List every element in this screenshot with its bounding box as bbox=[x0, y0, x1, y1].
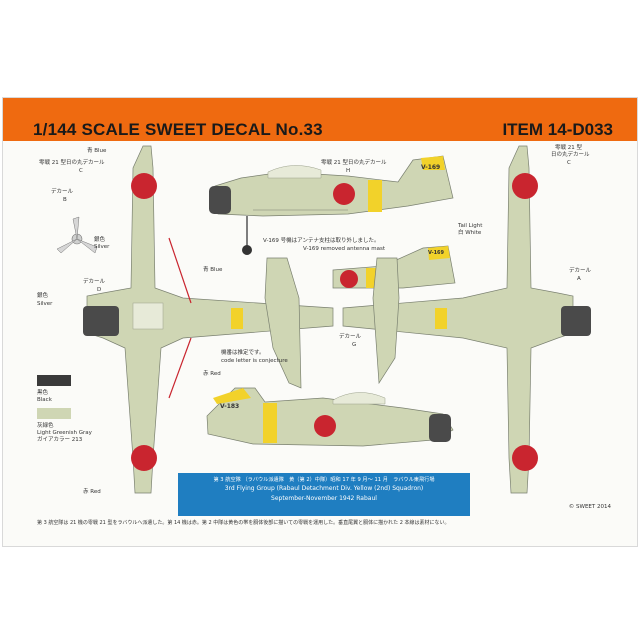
tail-code-side-top: V-169 bbox=[421, 164, 441, 171]
label-decal-d-jp: デカール bbox=[83, 279, 106, 285]
unit-info-en: 3rd Flying Group (Rabaul Detachment Div.… bbox=[224, 485, 424, 493]
hinomaru-small bbox=[340, 270, 358, 288]
label-decal-b: B bbox=[63, 197, 67, 203]
side-view-aircraft-bottom bbox=[206, 387, 454, 447]
label-decal-a-jp: デカール bbox=[569, 268, 592, 274]
engine-cowl-side-top bbox=[209, 186, 231, 214]
propeller-icon bbox=[56, 216, 98, 254]
label-antenna-en: V-169 removed antenna mast bbox=[303, 246, 386, 252]
label-decal-g-jp: デカール bbox=[339, 334, 362, 340]
engine-cowl-side-bottom bbox=[429, 414, 451, 442]
yellow-band-right bbox=[435, 308, 447, 329]
footer-note: 第 3 航空隊は 21 機の零戦 21 型をラバウルへ派遣した。第 14 機は赤… bbox=[37, 520, 450, 526]
label-right-hinomaru-2: 日の丸デカール bbox=[551, 152, 590, 158]
label-tail-light: Tail Light bbox=[458, 223, 483, 229]
label-side-h: H bbox=[346, 168, 351, 174]
label-gray-en: Light Greenish Gray bbox=[37, 430, 92, 436]
label-gray-jp: 灰緑色 bbox=[37, 423, 54, 429]
unit-info-jp: 第 3 航空隊 （ラバウル派遣隊 黄（第 2）中隊）昭和 17 年 9 月～ 1… bbox=[213, 477, 435, 483]
decal-sheet: 1/144 SCALE SWEET DECAL No.33 ITEM 14-D0… bbox=[2, 97, 638, 547]
aircraft-artwork bbox=[56, 145, 591, 494]
gray-swatch bbox=[37, 408, 71, 419]
label-decal-g: G bbox=[352, 342, 357, 348]
black-swatch bbox=[37, 375, 71, 386]
label-silver-jp: 銀色 bbox=[94, 237, 106, 243]
hinomaru-side-top bbox=[333, 183, 355, 205]
label-red-bottom: 赤 Red bbox=[83, 489, 101, 495]
label-silver2: Silver bbox=[37, 301, 53, 307]
label-black-jp: 黒色 bbox=[37, 390, 49, 396]
label-left-hinomaru-c: C bbox=[79, 168, 83, 174]
hinomaru-left-bottom bbox=[131, 445, 157, 471]
right-underside-aircraft bbox=[342, 145, 591, 494]
side-view-aircraft-top bbox=[209, 155, 454, 255]
label-silver2-jp: 銀色 bbox=[37, 293, 49, 299]
label-antenna-jp: V-169 号機はアンテナ支柱は取り外しました。 bbox=[263, 238, 380, 244]
unit-info-box: 第 3 航空隊 （ラバウル派遣隊 黄（第 2）中隊）昭和 17 年 9 月～ 1… bbox=[178, 473, 470, 516]
label-conjecture-jp: 機番は推定です。 bbox=[221, 350, 265, 356]
engine-cowl-left bbox=[83, 306, 119, 336]
unit-info-date: September-November 1942 Rabaul bbox=[271, 494, 377, 502]
copyright: © SWEET 2014 bbox=[568, 504, 611, 510]
hinomaru-left-top bbox=[131, 173, 157, 199]
left-top-view-aircraft bbox=[83, 145, 334, 494]
center-tailplane bbox=[264, 257, 400, 389]
tail-code-bottom: V-183 bbox=[220, 403, 240, 410]
label-red-mid: 赤 Red bbox=[203, 371, 221, 377]
engine-cowl-right bbox=[561, 306, 591, 336]
tail-code-small: V-169 bbox=[428, 250, 445, 256]
label-side-hinomaru: 零戦 21 型日の丸デカール bbox=[321, 160, 387, 166]
hinomaru-right-top bbox=[512, 173, 538, 199]
label-right-hinomaru-1: 零戦 21 型 bbox=[555, 145, 582, 151]
yellow-band-side-top bbox=[368, 180, 382, 212]
yellow-band-side-bottom bbox=[263, 403, 277, 443]
yellow-band-left bbox=[231, 308, 243, 329]
header-banner: 1/144 SCALE SWEET DECAL No.33 ITEM 14-D0… bbox=[3, 98, 637, 141]
label-blue-mid: 青 Blue bbox=[203, 267, 223, 273]
item-number: ITEM 14-D033 bbox=[502, 120, 613, 139]
label-decal-a: A bbox=[577, 276, 581, 282]
label-gray-code: ガイアカラー 213 bbox=[37, 437, 83, 443]
label-decal-d: D bbox=[97, 287, 102, 293]
hinomaru-side-bottom bbox=[314, 415, 336, 437]
label-conjecture-en: code letter is conjecture bbox=[221, 358, 288, 364]
sheet-title: 1/144 SCALE SWEET DECAL No.33 bbox=[33, 120, 323, 139]
hinomaru-right-bottom bbox=[512, 445, 538, 471]
label-silver: Silver bbox=[94, 244, 110, 250]
label-black: Black bbox=[37, 397, 52, 403]
canopy-left bbox=[132, 302, 164, 330]
label-tail-white: 白 White bbox=[458, 230, 482, 236]
label-right-c: C bbox=[567, 160, 571, 166]
label-decal-b-jp: デカール bbox=[51, 189, 74, 195]
label-blue-top: 青 Blue bbox=[87, 148, 107, 154]
label-left-hinomaru: 零戦 21 型日の丸デカール bbox=[39, 160, 105, 166]
